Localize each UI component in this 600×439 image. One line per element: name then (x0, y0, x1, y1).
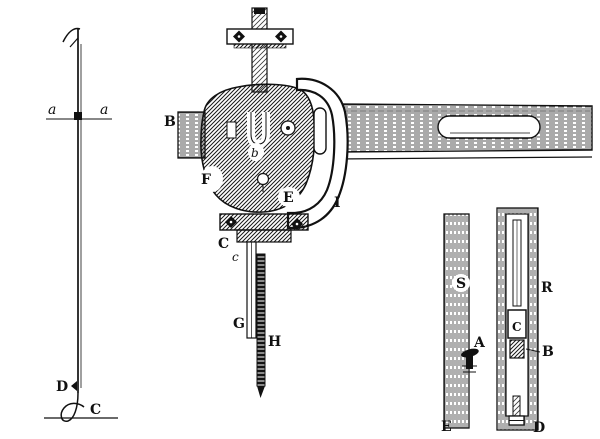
ratchet-bar-h (256, 253, 266, 387)
needle-loop (60, 392, 85, 423)
plate-bolt-right-dot (279, 35, 283, 38)
screw-stem (512, 395, 521, 417)
body-key-slot (226, 121, 237, 139)
nut-block-b (509, 339, 525, 359)
label-detail-c: C (512, 320, 522, 334)
label-carriage-i: I (334, 195, 341, 211)
wing-nut-threads (462, 365, 477, 373)
label-carriage-c: C (218, 236, 229, 252)
bar-s-label-patch (452, 274, 470, 292)
needle-hook-icon (62, 27, 81, 43)
needle-latch-tick (69, 37, 79, 48)
label-carriage-b: B (164, 114, 176, 130)
top-rod-cap (254, 8, 265, 14)
label-detail-e: E (441, 419, 452, 435)
label-carriage-e: E (283, 190, 294, 206)
label-carriage-f: F (201, 172, 211, 188)
body-highlight-e (278, 187, 300, 207)
figure-carriage: b I B F E C c G H (164, 7, 593, 398)
label-detail-d: D (533, 420, 545, 436)
label-needle-a-right: a (100, 102, 108, 118)
rail-slot (437, 115, 541, 139)
label-detail-b: B (542, 344, 554, 360)
body-pivot-dot (286, 126, 290, 130)
body-knob (256, 172, 270, 186)
clamp-slot (313, 107, 327, 155)
wing-nut-stem (466, 356, 473, 369)
label-detail-r: R (541, 280, 553, 296)
stub-bar (177, 111, 206, 159)
label-detail-a: A (473, 335, 486, 351)
figure-bar-s: S A E (441, 213, 486, 435)
ratchet-tip (257, 386, 265, 398)
body-highlight-b (248, 143, 264, 161)
wing-nut-icon (461, 348, 479, 358)
rail-lower-edge (334, 156, 593, 160)
bar-s-body (443, 213, 470, 429)
label-carriage-h: H (268, 334, 281, 350)
bracket-bolt-right-dot (295, 222, 299, 226)
bracket-bolt-left-dot (229, 220, 233, 224)
bracket-shoe (236, 229, 292, 243)
label-carriage-c-small: c (232, 250, 239, 264)
slider-block (74, 112, 82, 120)
label-needle-c: C (90, 402, 101, 418)
needle-butt (71, 381, 77, 391)
figure-bar-r: C B R D (496, 207, 554, 436)
label-carriage-g: G (233, 316, 245, 332)
figure-latch-needle: a a D C (44, 27, 118, 423)
plate-bolt-left-dot (237, 35, 241, 38)
slide-block-c (507, 309, 527, 339)
plate-shadow (233, 43, 287, 49)
label-needle-d: D (56, 379, 68, 395)
top-rod (251, 7, 268, 93)
body-highlight-f (201, 166, 223, 192)
label-carriage-b-small: b (251, 146, 259, 160)
label-needle-a-left: a (48, 102, 56, 118)
label-b-leader (525, 348, 541, 353)
label-detail-s: S (456, 276, 466, 292)
